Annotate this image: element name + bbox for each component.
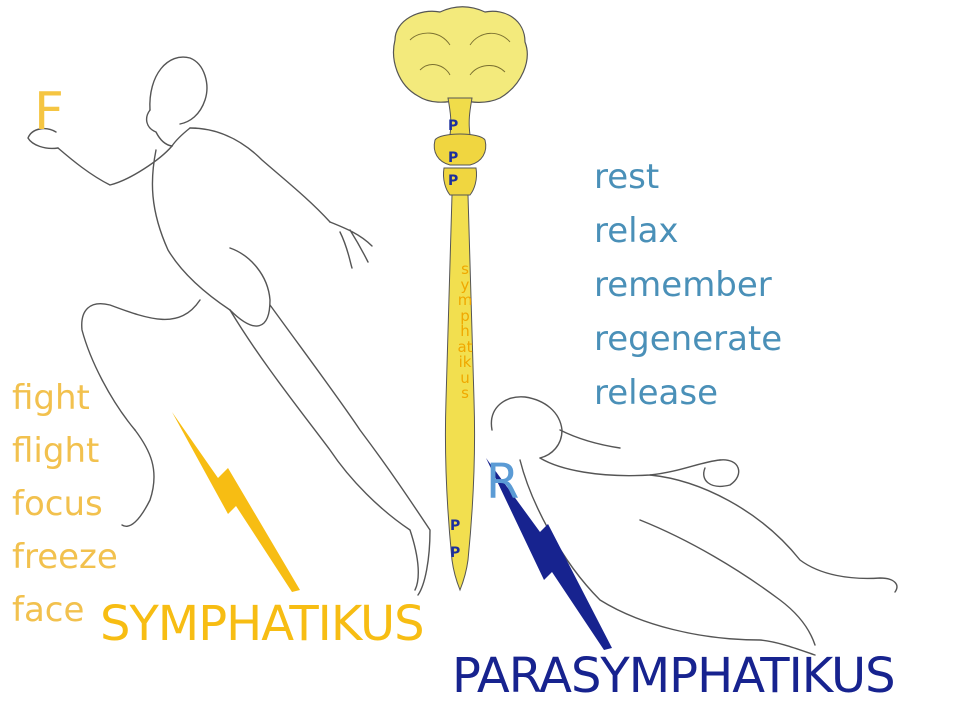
nerve-mark-p: P [448,150,458,166]
nerve-mark-p: P [448,173,458,189]
nerve-mark-p: P [450,518,460,534]
sympathetic-arrow [172,412,300,592]
parasympathetic-word: regenerate [594,312,782,366]
parasympathetic-word: remember [594,258,782,312]
parasympathetic-label: PARASYMPHATIKUS [452,648,895,704]
sympathetic-word: focus [12,478,118,531]
parasympathetic-letter-r: R [486,458,519,506]
pons [434,134,486,165]
sympathetic-letter-f: F [34,86,64,138]
brain [394,7,528,103]
spine-vertical-text: symphatikus [457,262,473,402]
parasympathetic-word: rest [594,150,782,204]
reclining-figure [491,397,896,655]
sympathetic-word: freeze [12,531,118,584]
sympathetic-word: fight [12,372,118,425]
sympathetic-label: SYMPHATIKUS [100,596,424,652]
nerve-mark-p: P [448,118,458,134]
nerve-mark-p: P [450,545,460,561]
parasympathetic-word: relax [594,204,782,258]
parasympathetic-word: release [594,366,782,420]
sympathetic-word: flight [12,425,118,478]
parasympathetic-word-list: rest relax remember regenerate release [594,150,782,420]
